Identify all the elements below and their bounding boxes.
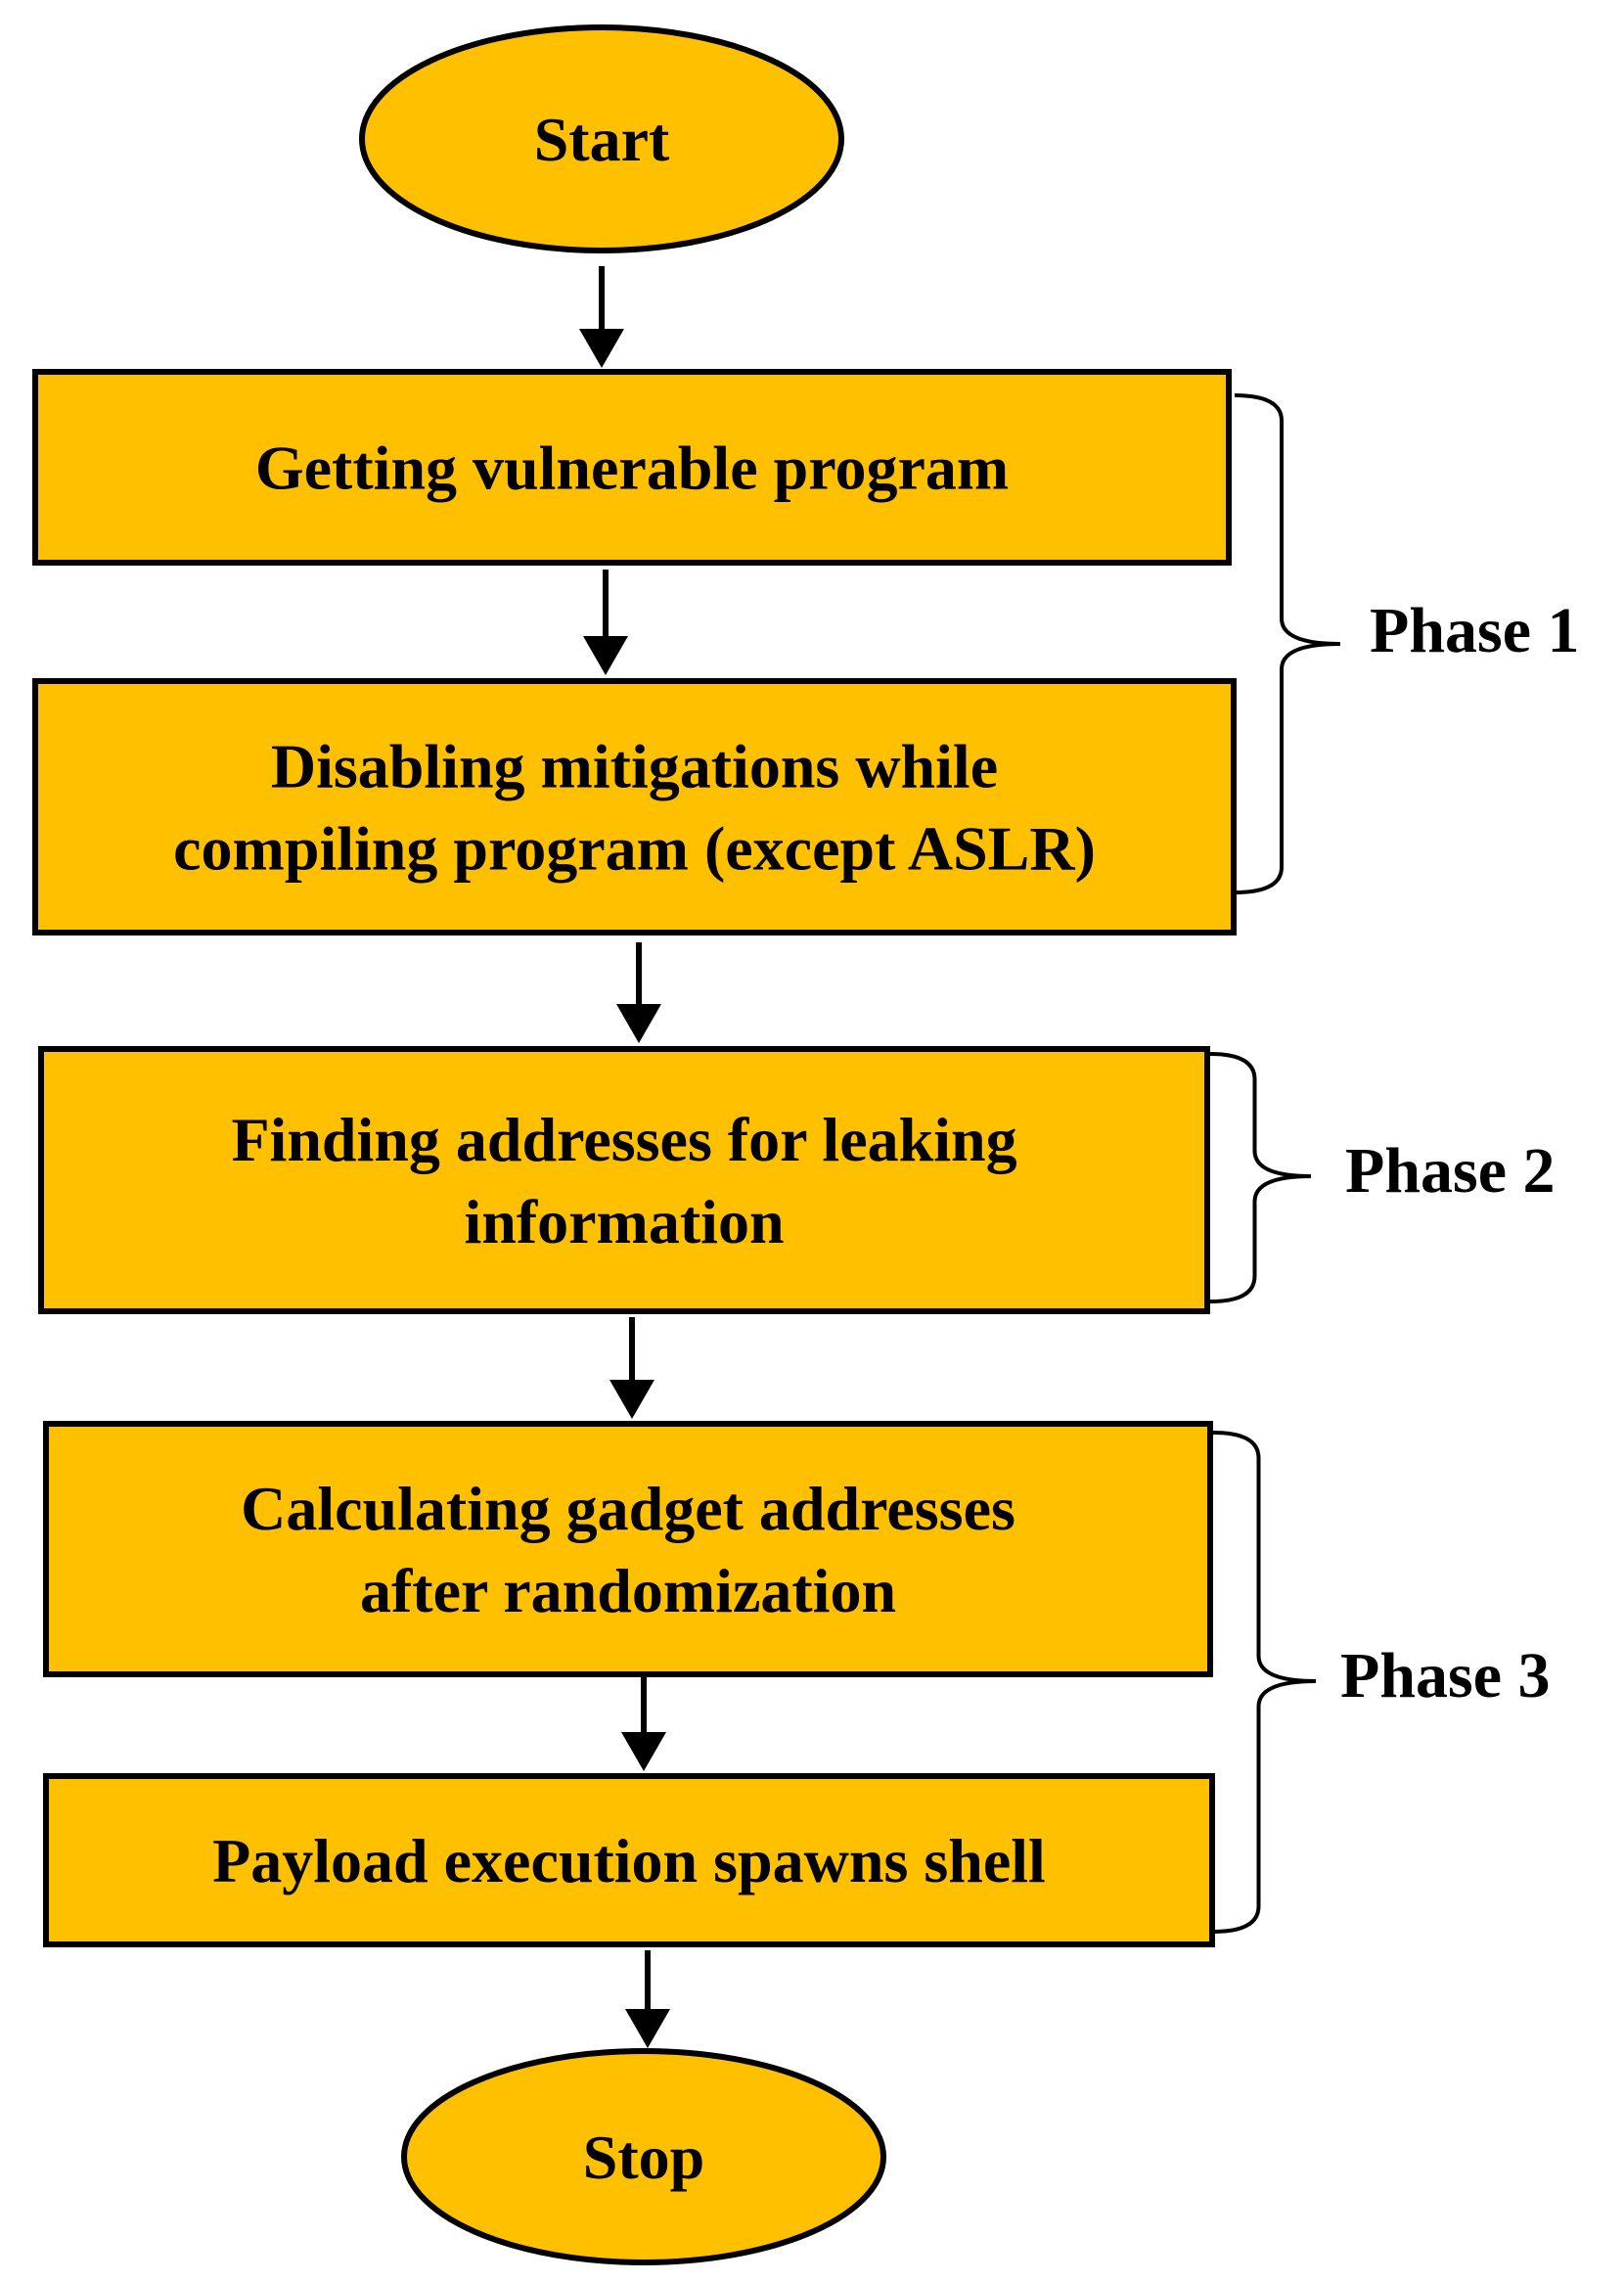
phase-2-group: Phase 2 — [1209, 1052, 1556, 1303]
phase-brace — [1209, 1052, 1312, 1303]
node-shape — [32, 369, 1232, 566]
node-shape — [43, 1773, 1215, 1947]
phase-label: Phase 3 — [1340, 1640, 1551, 1712]
phase-3-group: Phase 3 — [1212, 1431, 1551, 1934]
node-calculating: Calculating gadget addresses after random… — [43, 1421, 1213, 1677]
node-shape — [359, 24, 844, 253]
edge-payload-stop — [625, 1950, 670, 2048]
arrowhead — [609, 1380, 654, 1419]
node-shape — [401, 2048, 886, 2265]
node-label: information — [464, 1187, 784, 1256]
edge-getting-disabling — [583, 570, 628, 675]
node-label: Payload execution spawns shell — [212, 1826, 1046, 1895]
phase-brace — [1234, 393, 1341, 894]
arrowhead — [616, 1004, 661, 1043]
node-label: compiling program (except ASLR) — [173, 814, 1096, 884]
node-label: Getting vulnerable program — [255, 434, 1009, 503]
arrowhead — [625, 2009, 670, 2048]
node-label: Calculating gadget addresses — [241, 1474, 1015, 1543]
edge-start-getting — [579, 266, 624, 368]
node-shape — [38, 1046, 1210, 1314]
node-shape — [43, 1421, 1213, 1677]
node-label: Stop — [583, 2122, 705, 2192]
node-payload: Payload execution spawns shell — [43, 1773, 1215, 1947]
edge-disabling-finding — [616, 942, 661, 1043]
edge-calculating-payload — [621, 1675, 666, 1771]
node-label: Finding addresses for leaking — [231, 1105, 1016, 1174]
phase-brace — [1212, 1431, 1317, 1934]
phase-label: Phase 1 — [1370, 595, 1580, 666]
node-stop: Stop — [401, 2048, 886, 2265]
node-getting: Getting vulnerable program — [32, 369, 1232, 566]
node-disabling: Disabling mitigations while compiling pro… — [32, 678, 1237, 936]
edges-layer — [579, 266, 670, 2048]
phase-1-group: Phase 1 — [1234, 393, 1580, 894]
edge-finding-calculating — [609, 1317, 654, 1419]
node-label: Start — [534, 105, 670, 174]
phase-label: Phase 2 — [1345, 1135, 1556, 1207]
node-label: Disabling mitigations while — [271, 732, 998, 801]
arrowhead — [621, 1732, 666, 1771]
phases-layer: Phase 1 Phase 2 Phase 3 — [1209, 393, 1580, 1934]
node-start: Start — [359, 24, 844, 253]
node-shape — [32, 678, 1237, 936]
arrowhead — [583, 636, 628, 675]
arrowhead — [579, 329, 624, 368]
node-label: after randomization — [360, 1556, 896, 1625]
node-finding: Finding addresses for leaking information — [38, 1046, 1210, 1314]
